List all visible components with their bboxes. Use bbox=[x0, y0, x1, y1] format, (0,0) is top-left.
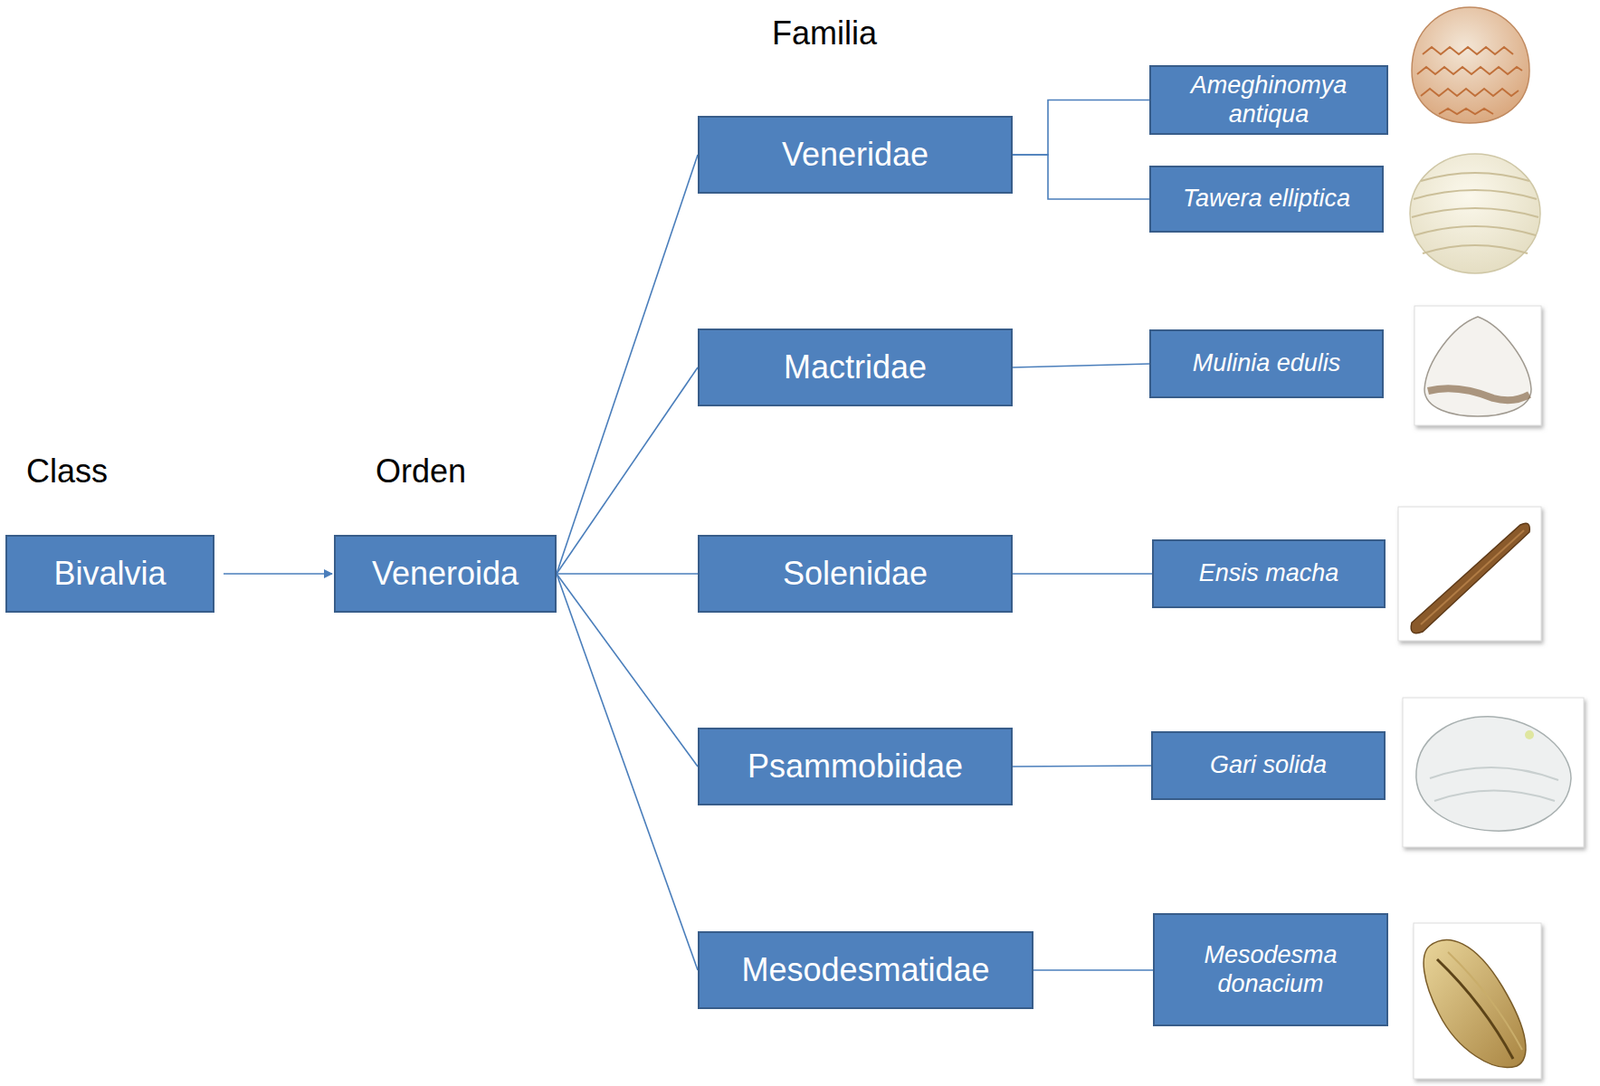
tree-line bbox=[1012, 363, 1150, 368]
tree-line bbox=[1033, 969, 1153, 972]
taxon-name: Veneridae bbox=[781, 135, 929, 173]
species-box: Mesodesma donacium bbox=[1152, 913, 1389, 1027]
taxon-box: Bivalvia bbox=[5, 534, 215, 613]
taxon-name: Psammobiidae bbox=[747, 747, 963, 785]
taxon-name: Solenidae bbox=[782, 554, 928, 592]
tree-line bbox=[556, 367, 698, 574]
rank-label: Familia bbox=[771, 14, 877, 53]
taxon-box: Veneridae bbox=[697, 115, 1013, 194]
taxon-name: Mesodesmatidae bbox=[741, 951, 990, 989]
taxon-box: Solenidae bbox=[697, 534, 1013, 613]
tree-line bbox=[556, 572, 698, 575]
tree-line bbox=[556, 573, 698, 971]
shell-mulinia bbox=[1414, 305, 1542, 426]
species-name: Tawera elliptica bbox=[1182, 184, 1351, 213]
species-name: Ameghinomya antiqua bbox=[1160, 71, 1378, 128]
species-name: Mulinia edulis bbox=[1192, 349, 1342, 378]
taxon-name: Mactridae bbox=[783, 348, 927, 386]
rank-label: Orden bbox=[375, 452, 467, 491]
shell-tawera bbox=[1409, 153, 1541, 274]
species-box: Ameghinomya antiqua bbox=[1149, 65, 1389, 135]
species-name: Ensis macha bbox=[1199, 559, 1340, 588]
shell-mesodesma bbox=[1413, 923, 1542, 1079]
taxon-name: Bivalvia bbox=[53, 554, 166, 592]
rank-label: Class bbox=[26, 452, 108, 491]
tree-line bbox=[1012, 154, 1150, 200]
taxon-box: Mactridae bbox=[697, 328, 1013, 407]
shell-ensis bbox=[1398, 506, 1542, 641]
tree-line bbox=[1012, 572, 1153, 575]
taxon-name: Veneroida bbox=[371, 554, 519, 592]
arrow bbox=[223, 572, 333, 575]
species-name: Gari solida bbox=[1209, 751, 1327, 780]
taxon-box: Veneroida bbox=[333, 534, 557, 613]
species-box: Gari solida bbox=[1151, 731, 1386, 800]
tree-line bbox=[556, 573, 698, 767]
taxon-box: Psammobiidae bbox=[697, 727, 1013, 806]
species-box: Ensis macha bbox=[1152, 539, 1386, 609]
shell-ameghinomya bbox=[1411, 7, 1530, 124]
tree-line bbox=[1012, 765, 1152, 767]
species-box: Mulinia edulis bbox=[1149, 329, 1384, 399]
shell-gari bbox=[1402, 697, 1584, 848]
taxon-box: Mesodesmatidae bbox=[697, 931, 1034, 1010]
tree-line bbox=[556, 154, 698, 574]
species-name: Mesodesma donacium bbox=[1163, 941, 1378, 998]
species-box: Tawera elliptica bbox=[1149, 165, 1384, 233]
tree-line bbox=[1012, 100, 1150, 156]
